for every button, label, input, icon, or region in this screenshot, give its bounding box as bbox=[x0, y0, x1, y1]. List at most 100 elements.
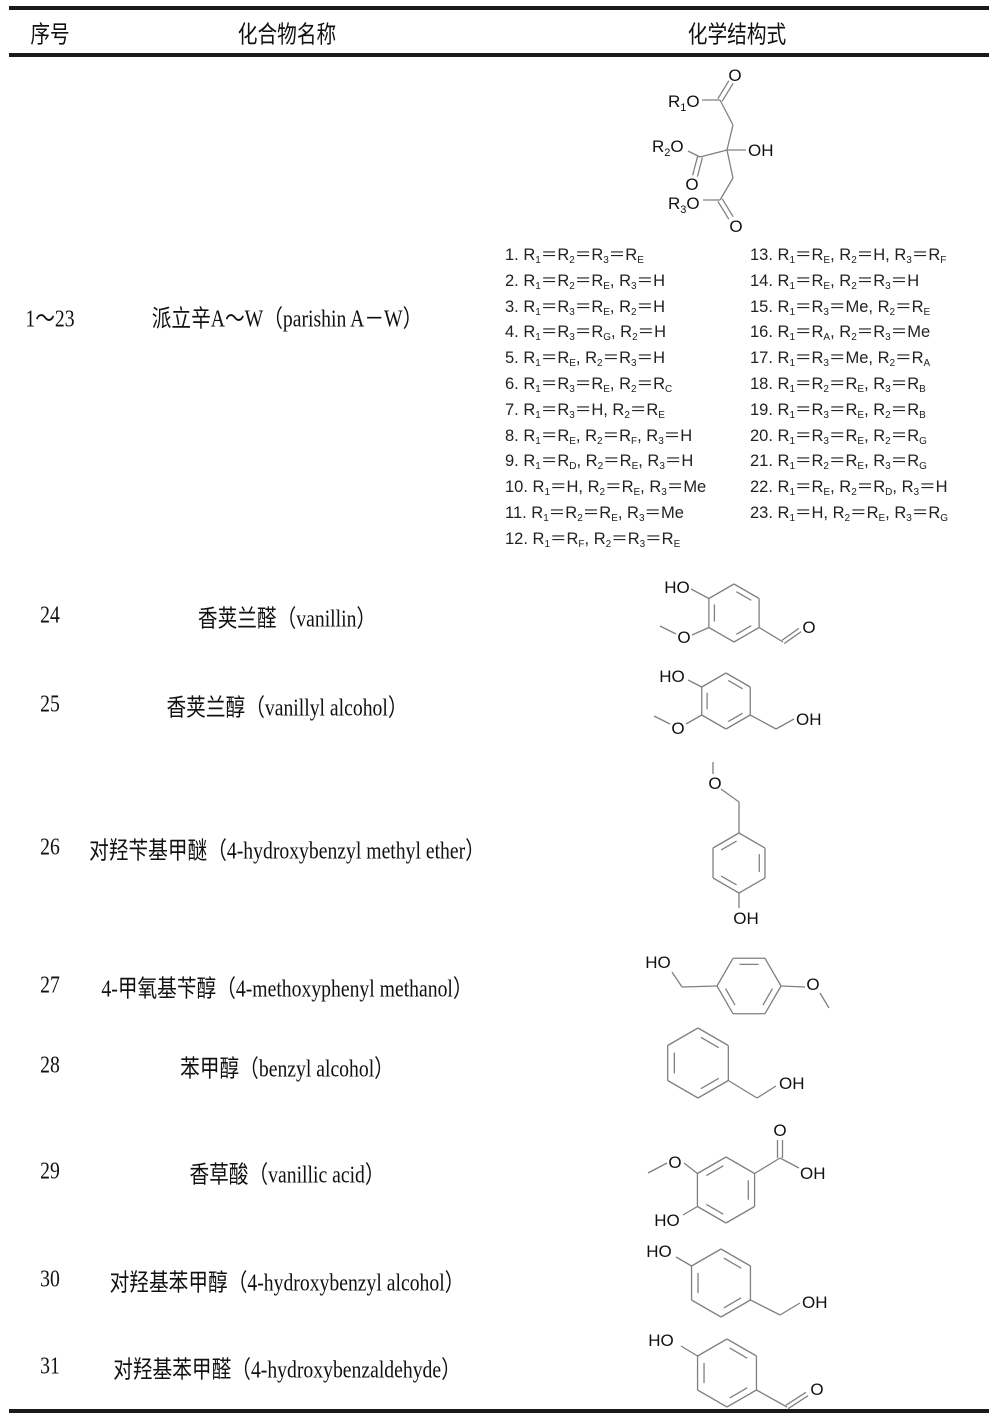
parishin-variant: 3. R1＝R3＝RE, R2＝H bbox=[505, 297, 665, 318]
bond bbox=[726, 149, 734, 179]
bond bbox=[764, 985, 782, 1015]
atom-label: R1O bbox=[668, 92, 700, 114]
bond bbox=[719, 177, 734, 201]
bond bbox=[697, 1156, 727, 1175]
bond bbox=[697, 1079, 729, 1099]
bond bbox=[721, 82, 734, 102]
bond bbox=[697, 1027, 729, 1047]
bond bbox=[691, 156, 699, 176]
row-index: 25 bbox=[38, 692, 62, 719]
atom-label: O bbox=[773, 1121, 786, 1140]
row-name-text: 派立辛A～W（parishin A－W） bbox=[151, 306, 423, 333]
bond bbox=[706, 1165, 724, 1177]
header-structure-label: 化学结构式 bbox=[687, 22, 787, 49]
row-name-text: 4-甲氧基苄醇（4-methoxyphenyl methanol） bbox=[101, 976, 473, 1003]
atom-label: O bbox=[729, 217, 742, 236]
bond bbox=[764, 957, 782, 987]
bond bbox=[667, 1027, 699, 1047]
atom-label: O bbox=[677, 628, 690, 647]
bond bbox=[708, 626, 735, 643]
parishin-variant: 20. R1＝R3＝RE, R2＝RG bbox=[750, 426, 927, 447]
bond bbox=[685, 714, 703, 725]
bond bbox=[721, 198, 734, 218]
row-index-text: 27 bbox=[40, 972, 60, 999]
row-compound-name: 派立辛A～W（parishin A－W） bbox=[122, 299, 452, 334]
atom-label: HO bbox=[654, 1211, 680, 1230]
bond bbox=[779, 1157, 800, 1169]
atom-label: OH bbox=[800, 1164, 826, 1183]
bond bbox=[690, 588, 710, 600]
parishin-variant: 8. R1＝RE, R2＝RF, R3＝H bbox=[505, 426, 693, 447]
bond bbox=[749, 714, 777, 730]
atom-label: O bbox=[810, 1380, 823, 1399]
row-index-text: 24 bbox=[40, 602, 60, 629]
atom-label: HO bbox=[645, 953, 671, 972]
bond bbox=[727, 679, 743, 690]
bond bbox=[720, 1248, 751, 1267]
bond bbox=[785, 1391, 807, 1406]
bond bbox=[700, 1077, 720, 1090]
header-index: 序号 bbox=[26, 15, 74, 50]
bond bbox=[671, 971, 683, 988]
row-index-text: 31 bbox=[40, 1353, 60, 1380]
atom-label: O bbox=[671, 719, 684, 738]
bond bbox=[680, 1345, 698, 1357]
bond bbox=[750, 1299, 781, 1316]
bond bbox=[729, 1347, 748, 1359]
bond bbox=[775, 718, 795, 730]
bond bbox=[712, 832, 740, 849]
atom-label: HO bbox=[646, 1242, 672, 1261]
parishin-variant: 4. R1＝R3＝RG, R2＝H bbox=[505, 323, 667, 344]
bond bbox=[697, 1205, 727, 1224]
bond bbox=[738, 832, 766, 849]
bond bbox=[719, 99, 734, 126]
bond bbox=[725, 1205, 755, 1224]
bond bbox=[696, 157, 704, 177]
row-name-text: 对羟基苯甲醇（4-hydroxybenzyl alcohol） bbox=[109, 1270, 465, 1297]
row-index: 1～23 bbox=[20, 299, 80, 334]
row-compound-name: 4-甲氧基苄醇（4-methoxyphenyl methanol） bbox=[61, 969, 514, 1004]
header-name: 化合物名称 bbox=[227, 15, 347, 50]
bond bbox=[717, 80, 730, 100]
bond bbox=[736, 591, 752, 601]
row-compound-name: 苯甲醇（benzyl alcohol） bbox=[157, 1049, 418, 1084]
row-compound-name: 对羟基苯甲醇（4-hydroxybenzyl alcohol） bbox=[71, 1263, 504, 1298]
bond bbox=[691, 626, 710, 636]
bond bbox=[725, 714, 751, 730]
bond bbox=[687, 150, 701, 158]
parishin-variant: 19. R1＝R3＝RE, R2＝RB bbox=[750, 400, 926, 421]
bond bbox=[683, 1162, 698, 1175]
parishin-variant: 5. R1＝RE, R2＝R3＝H bbox=[505, 349, 665, 370]
bond bbox=[738, 877, 766, 894]
row-index-text: 30 bbox=[40, 1266, 60, 1293]
bond bbox=[779, 1302, 801, 1316]
bond bbox=[700, 1036, 720, 1049]
table-header-rule bbox=[9, 53, 989, 57]
bond bbox=[783, 631, 802, 645]
bond bbox=[781, 627, 800, 641]
bond bbox=[819, 992, 830, 1009]
row-index-text: 1～23 bbox=[25, 306, 75, 333]
atom-label: O bbox=[806, 975, 819, 994]
bond bbox=[756, 1085, 777, 1099]
atom-label: OH bbox=[779, 1074, 805, 1093]
bond bbox=[725, 1156, 755, 1175]
bond bbox=[727, 712, 743, 723]
bond bbox=[682, 1205, 698, 1216]
bond bbox=[720, 840, 737, 851]
bond bbox=[756, 1389, 788, 1408]
row-name-text: 对羟基苯甲醛（4-hydroxybenzaldehyde） bbox=[113, 1357, 461, 1384]
parishin-variant: 11. R1＝R2＝RE, R3＝Me bbox=[505, 503, 684, 524]
bond bbox=[723, 1297, 742, 1309]
parishin-variant: 7. R1＝R3＝H, R2＝RE bbox=[505, 400, 665, 421]
parishin-variant: 12. R1＝RF, R2＝R3＝RE bbox=[505, 529, 681, 550]
parishin-variant: 18. R1＝R2＝RE, R3＝RB bbox=[750, 374, 926, 395]
row-name-text: 香荚兰醛（vanillin） bbox=[197, 606, 377, 633]
bond bbox=[712, 877, 740, 894]
bond bbox=[727, 1079, 758, 1099]
table-top-rule bbox=[9, 6, 989, 10]
atom-label: R2O bbox=[652, 137, 684, 159]
row-name-text: 对羟苄基甲醚（4-hydroxybenzyl methyl ether） bbox=[89, 838, 485, 865]
